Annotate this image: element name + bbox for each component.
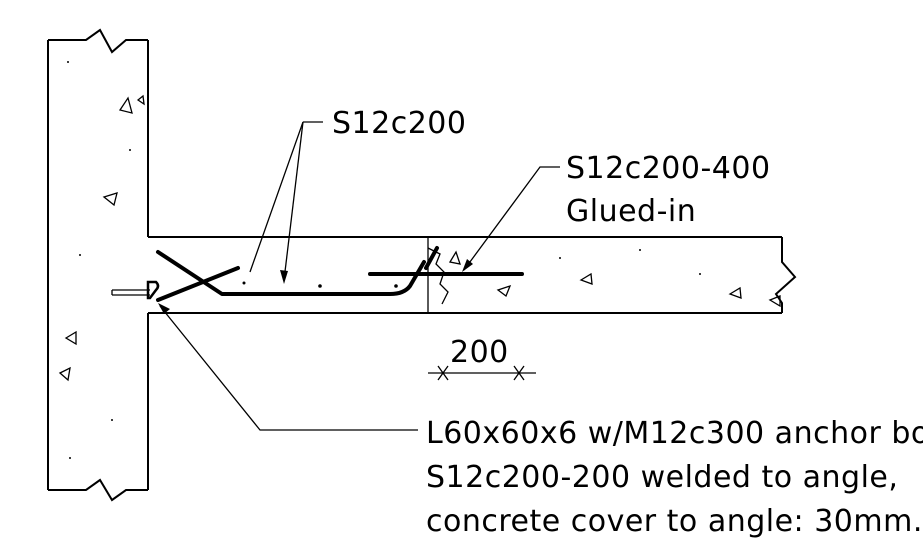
leader-lines <box>158 121 560 431</box>
bottom-rebar-bent <box>156 250 426 296</box>
aggregate-dot <box>79 254 81 256</box>
steel-angle <box>146 280 160 300</box>
concrete-slab <box>148 236 797 314</box>
steel-angle-with-anchor <box>111 280 160 300</box>
note-line-1: L60x60x6 w/M12c300 anchor bolts <box>426 416 923 451</box>
aggregate-mark <box>58 366 71 382</box>
aggregate-mark <box>64 330 77 346</box>
aggregate-dot <box>559 257 561 259</box>
dimension-tick-left <box>437 365 449 381</box>
aggregate-dot <box>69 457 71 459</box>
leader-angle-note <box>159 305 418 431</box>
aggregate-mark <box>136 94 145 106</box>
aggregate-dot <box>699 273 701 275</box>
wall-top-break <box>48 28 148 54</box>
dimension-label: 200 <box>450 335 509 370</box>
aggregate-mark <box>118 96 133 114</box>
aggregate-dot <box>129 149 131 151</box>
label-top-bars: S12c200 <box>332 106 466 141</box>
label-glued-bars: S12c200-400 <box>566 151 771 186</box>
leader-arrowhead <box>280 270 288 284</box>
leader-glued-bar <box>463 166 560 271</box>
leader-top-bars-2 <box>283 121 304 281</box>
concrete-wall <box>47 28 149 502</box>
aggregate-dot <box>111 419 113 421</box>
welded-rebar-diagonal <box>156 266 240 302</box>
aggregate-mark <box>768 295 781 308</box>
glued-in-rebar-hook <box>424 246 439 270</box>
aggregate-mark <box>102 192 118 207</box>
aggregate-mark <box>496 284 512 298</box>
reinforcement <box>156 246 524 302</box>
aggregate-dot <box>394 284 398 288</box>
aggregate-dot <box>318 284 322 288</box>
slab-end-break <box>774 237 797 313</box>
wall-bottom-break <box>48 478 148 502</box>
leader-top-bars-1 <box>249 121 304 273</box>
leader-arrowhead <box>158 303 170 314</box>
aggregate-mark <box>728 286 742 299</box>
aggregate-dot <box>242 281 246 285</box>
aggregate-mark <box>448 250 461 265</box>
label-glued-in: Glued-in <box>566 194 696 229</box>
aggregate-dot <box>67 61 69 63</box>
leader-arrowhead <box>462 259 473 272</box>
note-line-2: S12c200-200 welded to angle, <box>426 460 898 495</box>
aggregate-mark <box>579 272 593 285</box>
note-line-3: concrete cover to angle: 30mm. <box>426 504 923 539</box>
dimension-200: 200 <box>428 335 536 381</box>
dimension-tick-right <box>513 365 525 381</box>
aggregate-dot <box>639 249 641 251</box>
